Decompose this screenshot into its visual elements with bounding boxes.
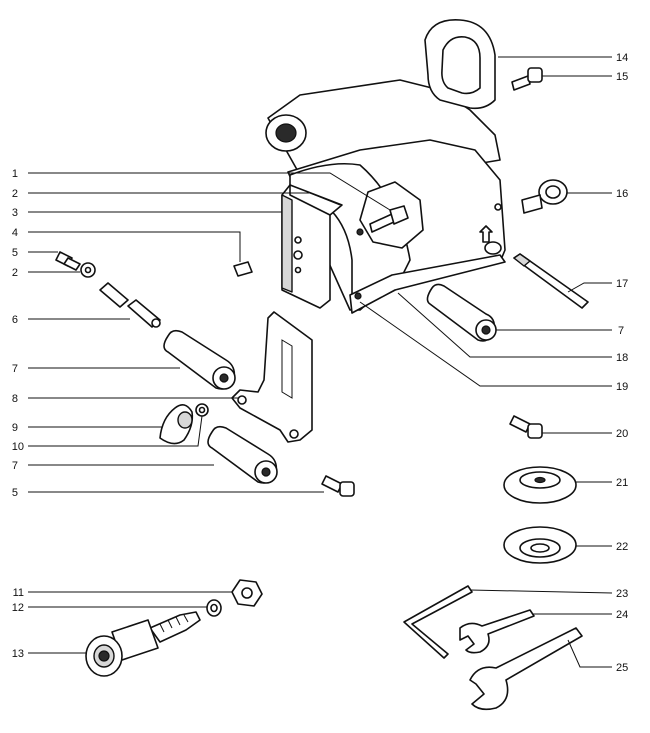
callout-23: 23 xyxy=(616,588,628,600)
callout-22: 22 xyxy=(616,541,628,553)
callout-16: 16 xyxy=(616,188,628,200)
callout-5: 5 xyxy=(12,247,18,259)
callout-15: 15 xyxy=(616,71,628,83)
bolt xyxy=(369,205,409,233)
callout-1: 1 xyxy=(12,168,18,180)
roller-right xyxy=(426,283,497,342)
screw-right xyxy=(509,415,543,439)
roller-lower xyxy=(207,425,278,484)
callout-4: 4 xyxy=(12,227,18,239)
small-screw-left xyxy=(55,251,81,271)
screw-top xyxy=(511,67,543,91)
callout-7: 7 xyxy=(12,363,18,375)
callout-11: 11 xyxy=(13,587,24,599)
callout-21: 21 xyxy=(616,477,628,489)
wing-knob xyxy=(159,404,194,445)
dished-washer-lower xyxy=(503,526,577,564)
callout-18: 18 xyxy=(616,352,628,364)
callout-24: 24 xyxy=(616,609,628,621)
callout-20: 20 xyxy=(616,428,628,440)
callout-3: 3 xyxy=(12,207,18,219)
wrench-large xyxy=(469,627,583,711)
main-housing xyxy=(265,79,506,314)
callout-2b: 2 xyxy=(12,267,18,279)
callout-17: 17 xyxy=(616,278,628,290)
spindle xyxy=(85,611,201,677)
lifting-eye xyxy=(424,19,496,110)
dowel-pins xyxy=(99,282,161,328)
washer-left xyxy=(80,262,96,278)
small-screw-lower xyxy=(321,475,355,497)
knob-nut xyxy=(521,179,568,214)
callout-14: 14 xyxy=(616,52,628,64)
leader-lines xyxy=(28,56,613,668)
callout-6: 6 xyxy=(12,314,18,326)
roller-middle xyxy=(163,329,236,390)
callout-10: 10 xyxy=(12,441,24,453)
hex-key xyxy=(403,585,473,659)
shaft xyxy=(513,253,589,309)
dished-washer-upper xyxy=(503,466,577,504)
callout-5b: 5 xyxy=(12,487,18,499)
callout-19: 19 xyxy=(616,381,628,393)
callout-13: 13 xyxy=(12,648,24,660)
callout-12: 12 xyxy=(12,602,24,614)
bracket xyxy=(231,311,313,443)
callout-8: 8 xyxy=(12,393,18,405)
callout-25: 25 xyxy=(616,662,628,674)
callout-labels: 1 2 3 4 5 2 6 7 8 9 10 7 5 11 12 13 14 1… xyxy=(12,52,629,674)
callout-7c: 7 xyxy=(618,325,624,337)
callout-7b: 7 xyxy=(12,460,18,472)
washer-12 xyxy=(206,599,222,617)
callout-9: 9 xyxy=(12,422,18,434)
callout-2: 2 xyxy=(12,188,18,200)
washer-small xyxy=(195,403,209,417)
pin xyxy=(233,261,253,277)
wrench-small xyxy=(459,609,535,654)
hex-nut xyxy=(231,579,263,607)
